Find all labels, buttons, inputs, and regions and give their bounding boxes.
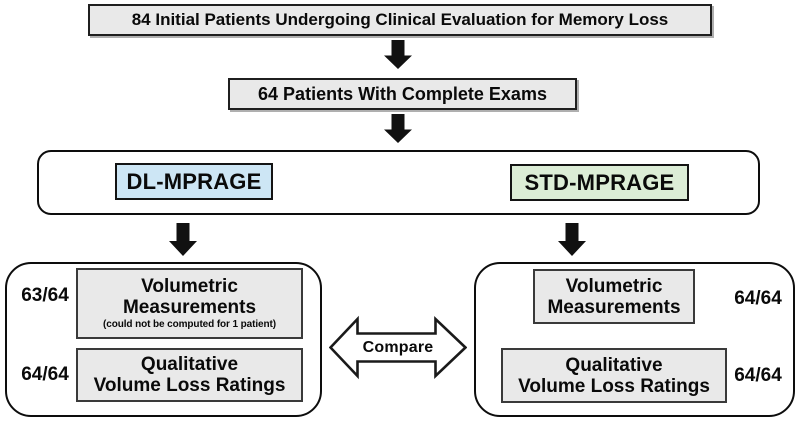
- compare-arrows-icon: [329, 315, 467, 380]
- dl-volumetric-count: 63/64: [21, 285, 69, 306]
- std-results-box: Volumetric Measurements 64/64 Qualitativ…: [474, 262, 795, 417]
- down-arrow-icon: [558, 223, 586, 256]
- std-volumetric-count: 64/64: [734, 288, 782, 309]
- dl-mprage-label: DL-MPRAGE: [115, 163, 273, 200]
- dl-qualitative-count: 64/64: [21, 364, 69, 385]
- dl-results-box: 63/64 Volumetric Measurements (could not…: [5, 262, 322, 417]
- std-qualitative-ratings-box: Qualitative Volume Loss Ratings: [501, 348, 727, 403]
- qualitative-title-line2: Volume Loss Ratings: [518, 375, 710, 397]
- down-arrow-icon: [384, 40, 412, 69]
- volumetric-title-line1: Volumetric: [141, 276, 238, 297]
- volumetric-title-line1: Volumetric: [565, 275, 663, 297]
- compare-label: Compare: [362, 338, 434, 356]
- dl-qualitative-ratings-box: Qualitative Volume Loss Ratings: [76, 348, 303, 402]
- qualitative-title-line2: Volume Loss Ratings: [93, 375, 286, 396]
- mprage-sequences-box: DL-MPRAGE STD-MPRAGE: [37, 150, 760, 215]
- qualitative-title-line1: Qualitative: [140, 354, 239, 375]
- down-arrow-icon: [169, 223, 197, 256]
- volumetric-title-line2: Measurements: [547, 296, 681, 318]
- std-mprage-label: STD-MPRAGE: [510, 164, 689, 201]
- down-arrow-icon: [384, 114, 412, 143]
- dl-volumetric-measurements-box: Volumetric Measurements (could not be co…: [76, 268, 303, 339]
- initial-patients-box: 84 Initial Patients Undergoing Clinical …: [88, 4, 712, 36]
- compare-connector: Compare: [329, 312, 467, 383]
- volumetric-title-line2: Measurements: [122, 297, 257, 318]
- std-volumetric-measurements-box: Volumetric Measurements: [533, 269, 695, 324]
- std-qualitative-count: 64/64: [734, 365, 782, 386]
- qualitative-title-line1: Qualitative: [565, 354, 663, 376]
- complete-exams-box: 64 Patients With Complete Exams: [228, 78, 577, 110]
- volumetric-note: (could not be computed for 1 patient): [103, 319, 276, 330]
